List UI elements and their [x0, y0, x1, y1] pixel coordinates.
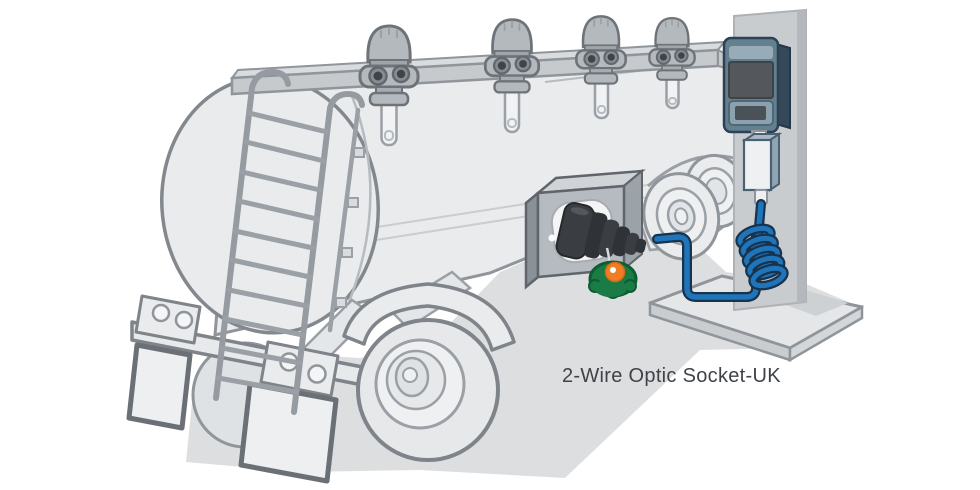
tanker-truck: [126, 15, 749, 484]
junction-box: [741, 129, 783, 205]
rack-monitor: [722, 36, 791, 134]
monitor-screen: [728, 61, 774, 99]
diagram-label: 2-Wire Optic Socket-UK: [562, 365, 781, 387]
trailer-wheels: [642, 153, 749, 261]
socket-box: [524, 168, 647, 299]
socket-led: [548, 234, 556, 242]
mud-flap-right: [238, 381, 339, 484]
connector-plug: [555, 202, 647, 260]
coiled-cable: [652, 199, 789, 302]
ladder: [213, 68, 365, 415]
tail-light-plate: [134, 294, 202, 345]
drive-wheel: [356, 318, 500, 462]
dust-cap: [588, 260, 638, 299]
fender: [342, 282, 516, 352]
mud-flap-left: [126, 342, 193, 431]
